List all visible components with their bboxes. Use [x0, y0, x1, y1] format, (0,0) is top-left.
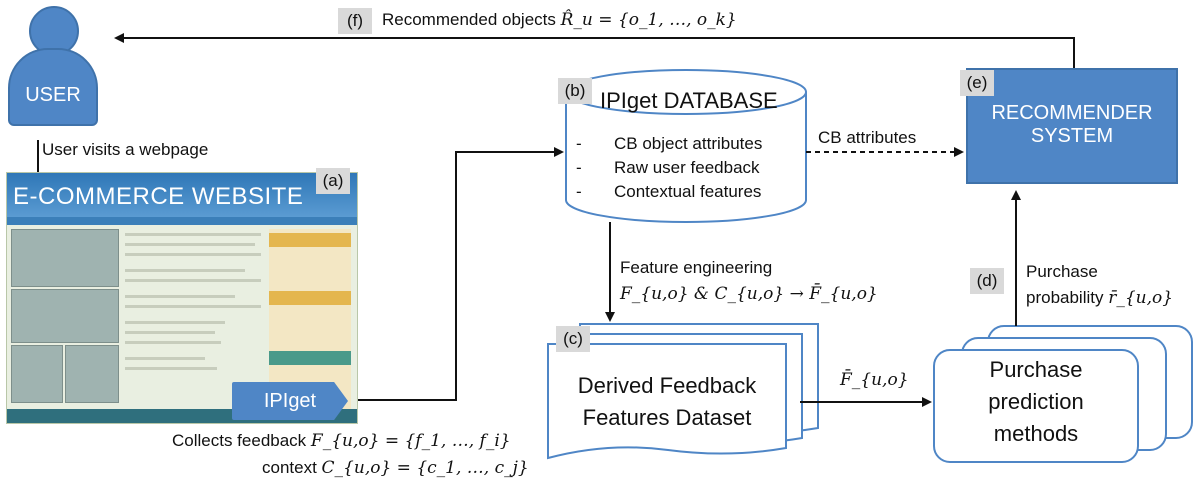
website-text-line [125, 253, 261, 256]
database-cylinder [565, 69, 807, 223]
context-text: context [262, 458, 317, 477]
probability-label: probability r̄_{u,o} [1026, 288, 1173, 308]
arrow-recommend [114, 33, 1075, 68]
methods-line2: prediction [988, 389, 1084, 414]
website-sidebar-box [269, 351, 351, 365]
website-text-line [125, 357, 205, 360]
collects-math: F_{u,o} = {f_1, …, f_i} [310, 431, 511, 451]
recommender-box: RECOMMENDER SYSTEM [966, 68, 1178, 184]
arrow-ipiget-db [350, 147, 564, 401]
recommended-label: Recommended objects R̂_u = {o_1, …, o_k} [382, 10, 737, 30]
dataset-label: Derived Feedback Features Dataset [548, 370, 786, 434]
recommended-text: Recommended objects [382, 10, 556, 29]
bullet-dash: - [576, 134, 582, 153]
probability-text: probability [1026, 288, 1104, 307]
tag-d: (d) [970, 268, 1004, 294]
database-title: IPIget DATABASE [600, 88, 778, 113]
user-icon [8, 48, 98, 126]
database-item: Contextual features [614, 182, 762, 201]
website-text-line [125, 341, 221, 344]
website-text-line [125, 269, 245, 272]
website-image [11, 345, 63, 403]
purchase-label: Purchase [1026, 262, 1098, 281]
user-icon-head [29, 6, 79, 56]
website-text-line [125, 233, 261, 236]
methods-line3: methods [993, 421, 1079, 446]
website-sidebar [269, 229, 351, 409]
tag-c: (c) [556, 326, 590, 352]
collects-label: Collects feedback F_{u,o} = {f_1, …, f_i… [172, 431, 511, 451]
website-text-line [125, 305, 261, 308]
database-item: CB object attributes [614, 134, 763, 153]
website-image [65, 345, 119, 403]
website-text-line [125, 321, 225, 324]
user-label: USER [25, 84, 81, 106]
feature-eng-math: F_{u,o} & C_{u,o} → F̄_{u,o} [620, 284, 878, 304]
recommended-math: R̂_u = {o_1, …, o_k} [560, 10, 737, 30]
dataset-stack [547, 323, 819, 460]
methods-stack [933, 325, 1193, 463]
website-nav [7, 217, 357, 225]
website-header [7, 173, 357, 217]
recommender-line2: SYSTEM [1030, 125, 1114, 147]
tag-e: (e) [960, 70, 994, 96]
website-text-line [125, 331, 215, 334]
tag-f: (f) [338, 8, 372, 34]
website-image [11, 229, 119, 287]
website-screenshot: E-COMMERCE WEBSITE [6, 172, 358, 424]
context-label: context C_{u,o} = {c_1, …, c_j} [262, 458, 529, 478]
cb-attributes-label: CB attributes [818, 128, 917, 147]
recommender-line1: RECOMMENDER [991, 102, 1153, 124]
website-image [11, 289, 119, 343]
website-text-line [125, 279, 261, 282]
tag-b: (b) [558, 78, 592, 104]
bullet-dash: - [576, 182, 582, 201]
ipiget-button: IPIget [232, 382, 348, 420]
visits-label: User visits a webpage [42, 140, 209, 159]
probability-math: r̄_{u,o} [1108, 288, 1174, 308]
website-sidebar-box [269, 291, 351, 305]
tag-a: (a) [316, 168, 350, 194]
database-item: Raw user feedback [614, 158, 760, 177]
methods-label: Purchase prediction methods [934, 354, 1138, 450]
website-text-line [125, 295, 235, 298]
website-sidebar-box [269, 233, 351, 247]
methods-line1: Purchase [989, 357, 1083, 382]
dataset-line2: Features Dataset [582, 405, 752, 430]
website-text-line [125, 367, 217, 370]
context-math: C_{u,o} = {c_1, …, c_j} [321, 458, 529, 478]
dataset-line1: Derived Feedback [577, 373, 757, 398]
fbar-label: F̄_{u,o} [840, 370, 909, 390]
website-text-line [125, 243, 255, 246]
bullet-dash: - [576, 158, 582, 177]
collects-text: Collects feedback [172, 431, 307, 450]
website-title: E-COMMERCE WEBSITE [13, 183, 304, 210]
feature-eng-label: Feature engineering [620, 258, 773, 277]
